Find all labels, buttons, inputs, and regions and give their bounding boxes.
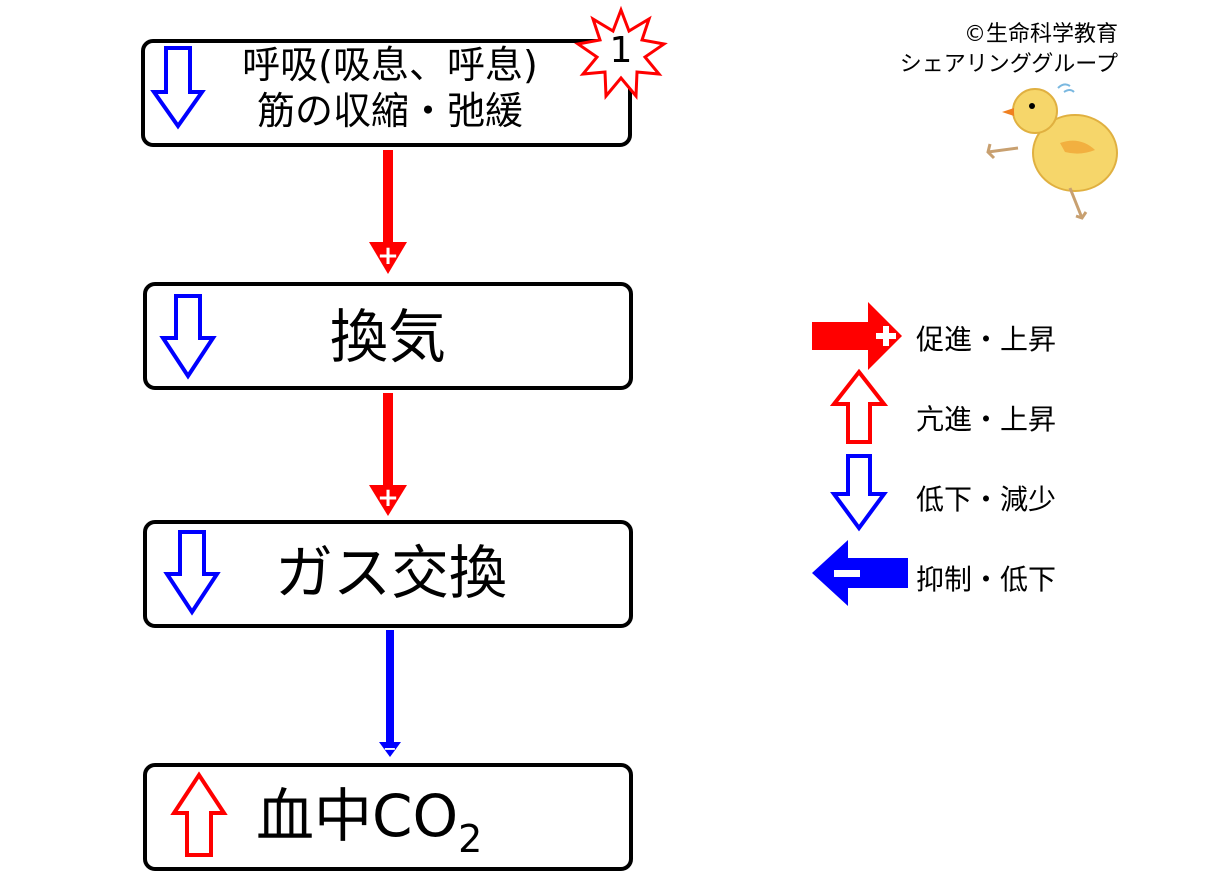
ventilation-label: 換気 xyxy=(329,303,446,371)
blood-co2-box xyxy=(143,763,633,871)
down-outline-blue-icon xyxy=(163,530,221,616)
legend-inhibit-label: 抑制・低下 xyxy=(916,563,1057,596)
minus-sign: − xyxy=(383,739,396,758)
down-outline-blue-icon xyxy=(150,46,206,130)
step-number: 1 xyxy=(609,30,633,71)
muscle-label: 筋の収縮・弛緩 xyxy=(256,89,523,133)
red-right-arrow-plus-icon xyxy=(812,302,902,370)
gas-exchange-box xyxy=(143,520,633,628)
blue-left-arrow-minus-icon xyxy=(812,540,908,606)
plus-sign: + xyxy=(377,241,399,271)
blood-co2-text: 血中CO xyxy=(256,782,459,850)
copyright-line-1: ©生命科学教育 xyxy=(963,22,1118,47)
respiration-box-text: 呼吸(吸息、呼息) 筋の収縮・弛緩 xyxy=(205,42,575,134)
ventilation-box xyxy=(143,282,633,390)
gas-exchange-label: ガス交換 xyxy=(274,539,507,607)
promote-arrow-1: + xyxy=(369,150,407,274)
down-outline-blue-icon xyxy=(830,454,888,532)
legend-promote-label: 促進・上昇 xyxy=(916,323,1057,356)
inhibit-arrow: − xyxy=(379,630,401,758)
co2-subscript: 2 xyxy=(458,817,483,861)
respiration-box xyxy=(141,39,632,147)
blood-co2-label: 血中CO2 xyxy=(256,781,526,874)
copyright-line-2: シェアリンググループ xyxy=(899,52,1118,77)
legend-decrease-label: 低下・減少 xyxy=(916,483,1057,516)
respiration-label: 呼吸(吸息、呼息) xyxy=(242,43,538,87)
chick-illustration xyxy=(986,83,1118,220)
down-outline-blue-icon xyxy=(159,294,217,380)
up-outline-red-icon xyxy=(829,368,889,444)
up-outline-red-icon xyxy=(170,771,228,857)
legend-increase-label: 亢進・上昇 xyxy=(916,403,1057,436)
step-badge-star-icon xyxy=(574,5,668,100)
promote-arrow-2: + xyxy=(369,393,407,516)
plus-sign: + xyxy=(377,483,399,513)
copyright: ©生命科学教育 シェアリンググループ xyxy=(840,20,1118,80)
